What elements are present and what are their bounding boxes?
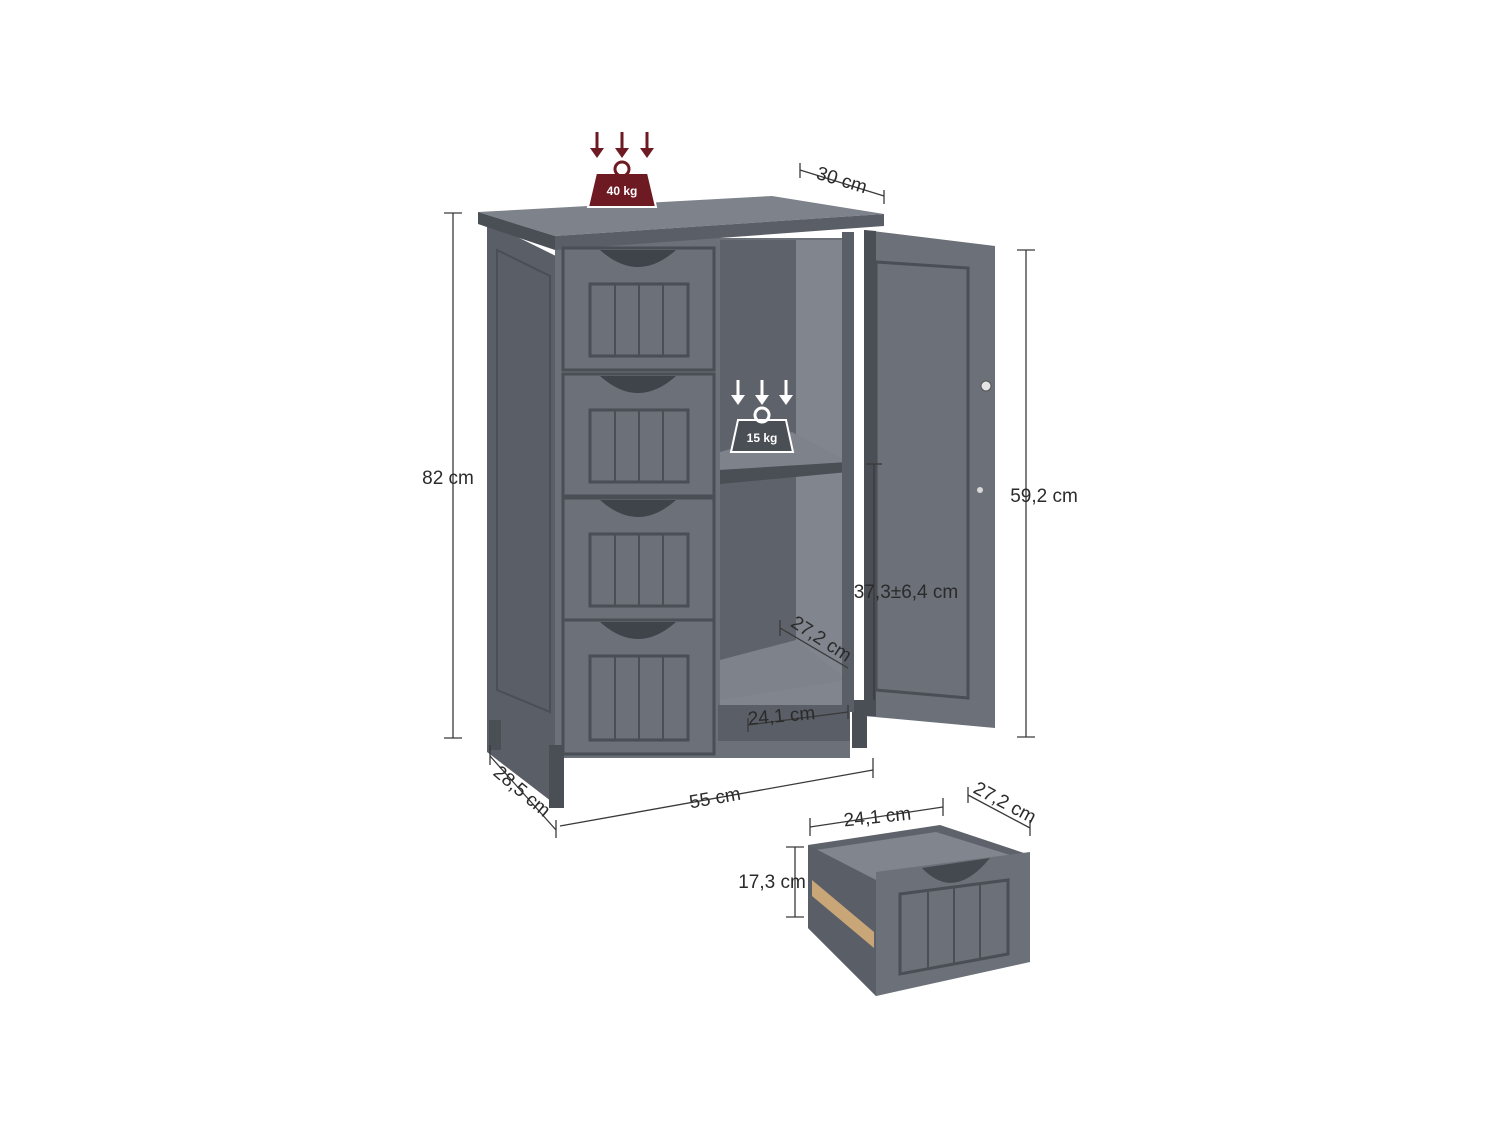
drawer-handle-cutout [922,858,990,883]
drawer-handle-cutout [600,500,676,517]
drawer-handle-cutout [600,622,676,639]
drawer-detail [808,825,1030,996]
top-weight-label: 40 kg [607,184,638,198]
dim-door-height-label: 59,2 cm [1010,486,1078,507]
cabinet-side-panel [487,222,560,808]
drawer-front-panel [898,878,1010,976]
adjustable-shelf-edge [720,462,848,484]
cabinet-door [864,230,995,728]
cabinet-leg-back-left [489,720,501,750]
cabinet-leg-front-right [852,700,867,748]
cabinet-top-surface [478,196,884,236]
shelf-weight-label: 15 kg [747,431,778,445]
cabinet [478,196,995,808]
drawer-stack [561,246,716,756]
weight-icon [729,419,795,453]
compartment-base-rail [718,705,850,741]
shelf-weight-badge: 15 kg [729,380,795,453]
cabinet-door-edge [864,230,876,716]
dim-drawer-depth-label: 27,2 cm [970,778,1040,828]
compartment-floor [720,640,848,700]
dim-drawer-width-label: 24,1 cm [843,804,912,832]
dim-depth-top-label: 30 cm [814,163,870,198]
dim-drawer-height-label: 17,3 cm [738,872,806,893]
weight-icon [586,172,658,208]
drawer [561,372,716,498]
drawer [561,246,716,372]
weight-arrows-icon [590,132,654,158]
dimension-lines [444,163,1035,918]
cabinet-side-frame [496,248,551,714]
dim-shelf-adjust-label: 37,3±6,4 cm [854,582,958,603]
dim-width-label: 55 cm [688,784,743,814]
drawer [561,618,716,756]
top-weight-badge: 40 kg [586,132,658,208]
drawer-wood-runner [812,880,874,948]
door-magnet-icon [977,487,983,493]
weight-arrows-icon [731,380,793,405]
drawer-handle-cutout [600,250,676,267]
cabinet-top-front-edge [555,214,884,250]
compartment-hinge-post [842,232,854,712]
drawer-handle-cutout [600,376,676,393]
door-latch-icon [980,380,992,392]
dim-height-label: 82 cm [422,468,474,489]
cabinet-leg-front-left [549,745,564,808]
cabinet-top-edge [478,212,555,250]
drawer [561,496,716,622]
